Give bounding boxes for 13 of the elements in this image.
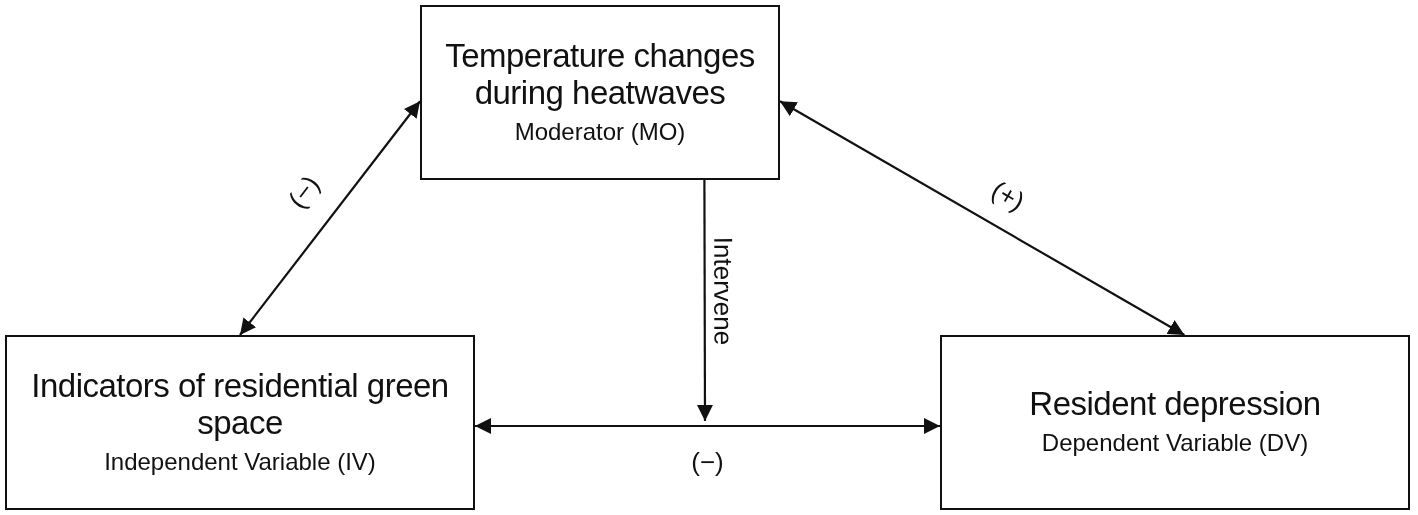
variable-title: Resident depression [1029,386,1321,424]
variable-role: Dependent Variable (DV) [1041,428,1309,459]
variable-title: Indicators of residential green space [30,367,450,442]
arrow [475,418,940,434]
variable-box [420,5,780,180]
arrow [779,100,1185,336]
variable-role: Independent Variable (IV) [104,446,376,477]
variable-box [5,335,475,510]
arrow [239,100,421,336]
variable-title: Temperature changes during heatwaves [444,37,756,112]
arrow [696,180,713,421]
variable-role: Moderator (MO) [514,116,686,147]
variable-box [940,335,1410,510]
